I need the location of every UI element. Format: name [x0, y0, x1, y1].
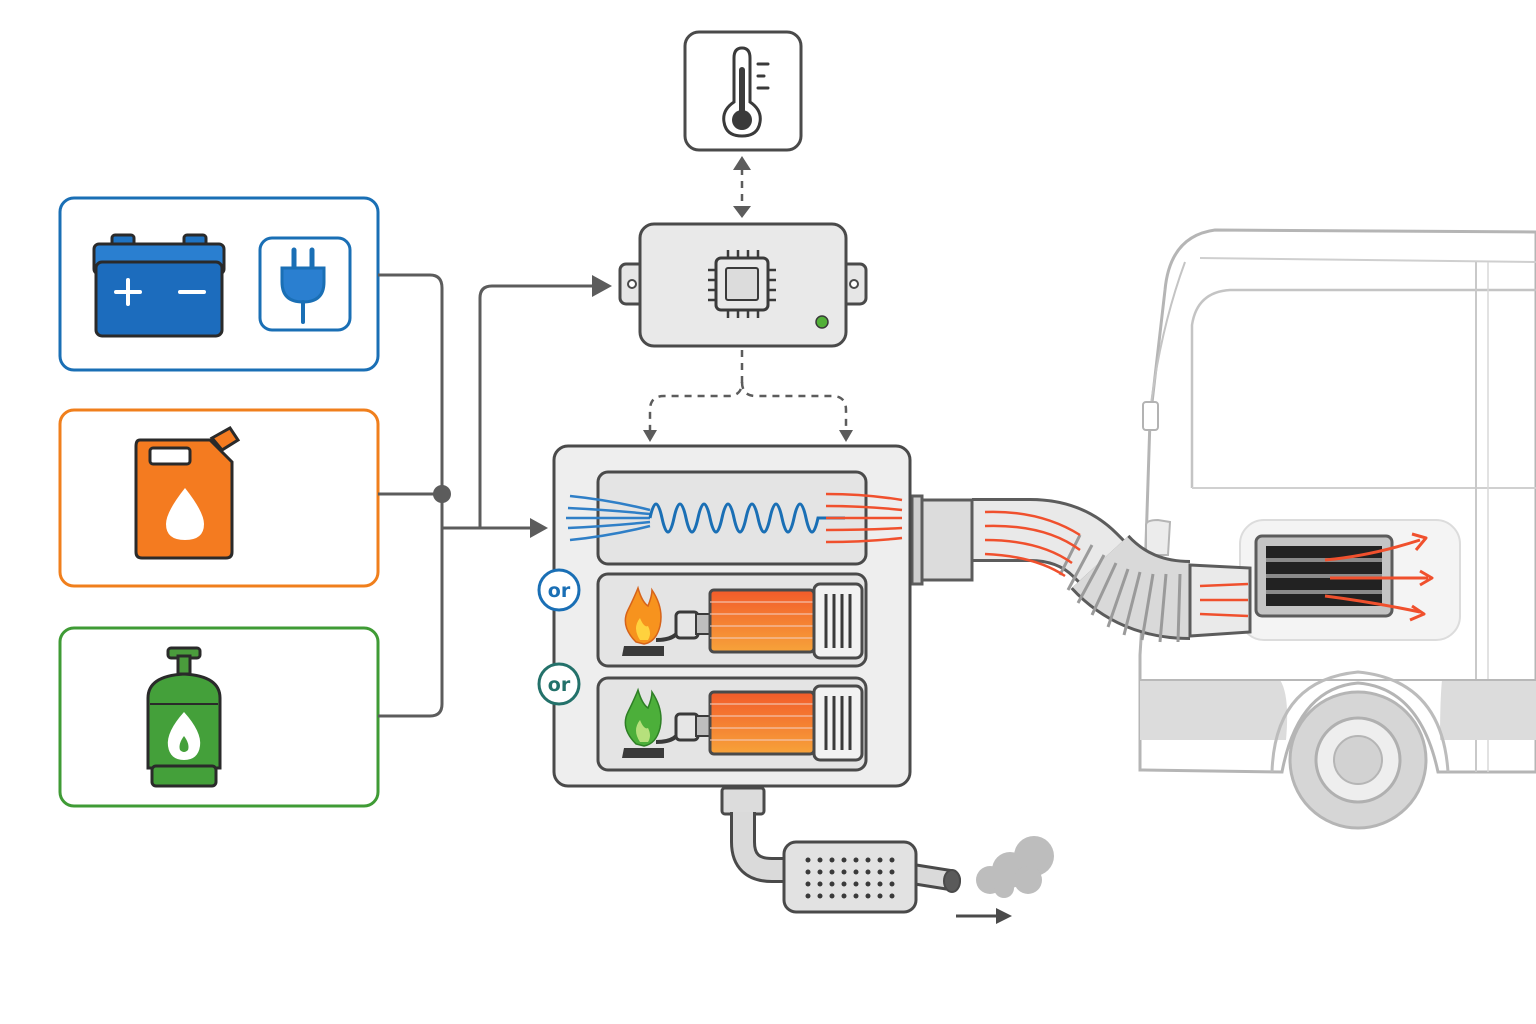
gas-source-box[interactable] — [58, 626, 380, 808]
cold-air-in-lines — [566, 494, 651, 542]
diesel-source-box[interactable] — [58, 408, 380, 588]
exhaust-direction-arrow — [956, 908, 1012, 924]
arrow-up-to-thermostat — [733, 156, 751, 170]
camper-van-icon — [1138, 228, 1536, 830]
svg-text:or: or — [548, 674, 571, 696]
arrow-to-heater — [530, 518, 548, 538]
duct-hot-air-lines — [984, 510, 1249, 618]
power-source-box[interactable] — [58, 196, 380, 372]
fuel-jerrycan-icon — [134, 426, 241, 560]
electric-coil-heater — [566, 470, 903, 566]
arrow-to-controller — [592, 275, 612, 297]
gas-cylinder-icon — [146, 646, 222, 788]
hot-air-out-arrows — [1324, 532, 1434, 622]
thermostat-box[interactable] — [683, 30, 803, 152]
junction-node — [433, 485, 451, 503]
or-badge: or — [537, 662, 581, 706]
gas-burner-heater — [596, 676, 868, 772]
heating-coil — [648, 502, 845, 534]
car-battery-icon — [92, 233, 226, 338]
arrow-down-to-controller — [733, 206, 751, 218]
or-badge: or — [537, 568, 581, 612]
arrow-down-right — [839, 430, 853, 442]
warm-air-duct — [906, 494, 1252, 643]
power-plug-icon — [258, 236, 352, 332]
exhaust-system — [720, 786, 1054, 924]
controller-box[interactable] — [618, 222, 868, 348]
diesel-burner-heater — [596, 572, 868, 668]
thermometer-icon — [722, 46, 770, 138]
svg-text:or: or — [548, 580, 571, 602]
flame-icon — [624, 585, 662, 645]
heater-unit: or or — [537, 444, 912, 788]
hot-air-out-lines — [825, 492, 903, 544]
status-led — [815, 315, 829, 329]
arrow-down-left — [643, 430, 657, 442]
microchip-icon — [708, 250, 776, 318]
muffler-icon — [782, 840, 918, 914]
flame-icon — [624, 687, 662, 747]
control-signal-lines — [648, 168, 848, 432]
exhaust-smoke — [976, 836, 1054, 898]
